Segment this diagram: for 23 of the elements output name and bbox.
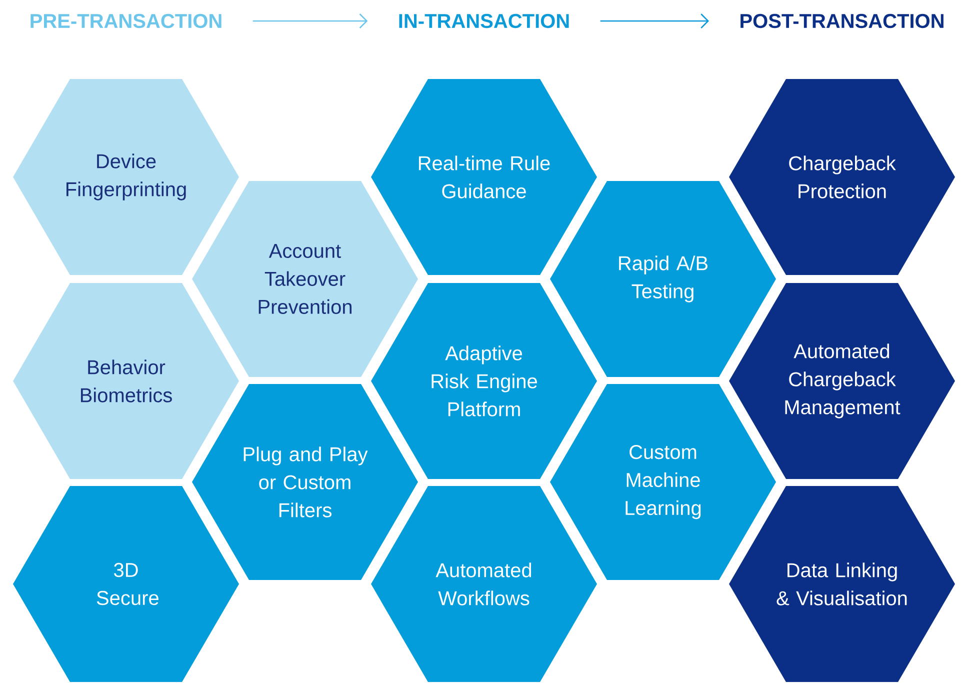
feature-hexagon: Account Takeover Prevention [192, 181, 418, 377]
feature-hexagon: Custom Machine Learning [550, 384, 776, 580]
feature-hexagon: Behavior Biometrics [13, 283, 239, 479]
feature-hexagon: Rapid A/B Testing [550, 181, 776, 377]
node-label: Adaptive Risk Engine Platform [432, 346, 537, 416]
node-label: Rapid A/B Testing [619, 256, 708, 302]
feature-hexagon: 3D Secure [13, 486, 239, 682]
arrow [252, 14, 368, 28]
node-label: Custom Machine Learning [626, 444, 701, 520]
feature-hexagon: Device Fingerprinting [13, 79, 239, 275]
feature-hexagon: Real-time Rule Guidance [371, 79, 597, 275]
stage-heading: IN-TRANSACTION [399, 14, 569, 28]
arrow [600, 14, 710, 28]
node-label: Account Takeover Prevention [258, 244, 352, 314]
feature-hexagon: Automated Workflows [371, 486, 597, 682]
feature-hexagon: Chargeback Protection [729, 79, 955, 275]
stage-heading: PRE-TRANSACTION [30, 14, 222, 28]
stage-heading: POST-TRANSACTION [740, 14, 944, 28]
feature-hexagon: Automated Chargeback Management [729, 283, 955, 479]
node-label: Plug and Play or Custom Filters [244, 446, 368, 518]
feature-hexagon: Adaptive Risk Engine Platform [371, 283, 597, 479]
feature-hexagon: Plug and Play or Custom Filters [192, 384, 418, 580]
feature-hexagon: Data Linking & Visualisation [729, 486, 955, 682]
